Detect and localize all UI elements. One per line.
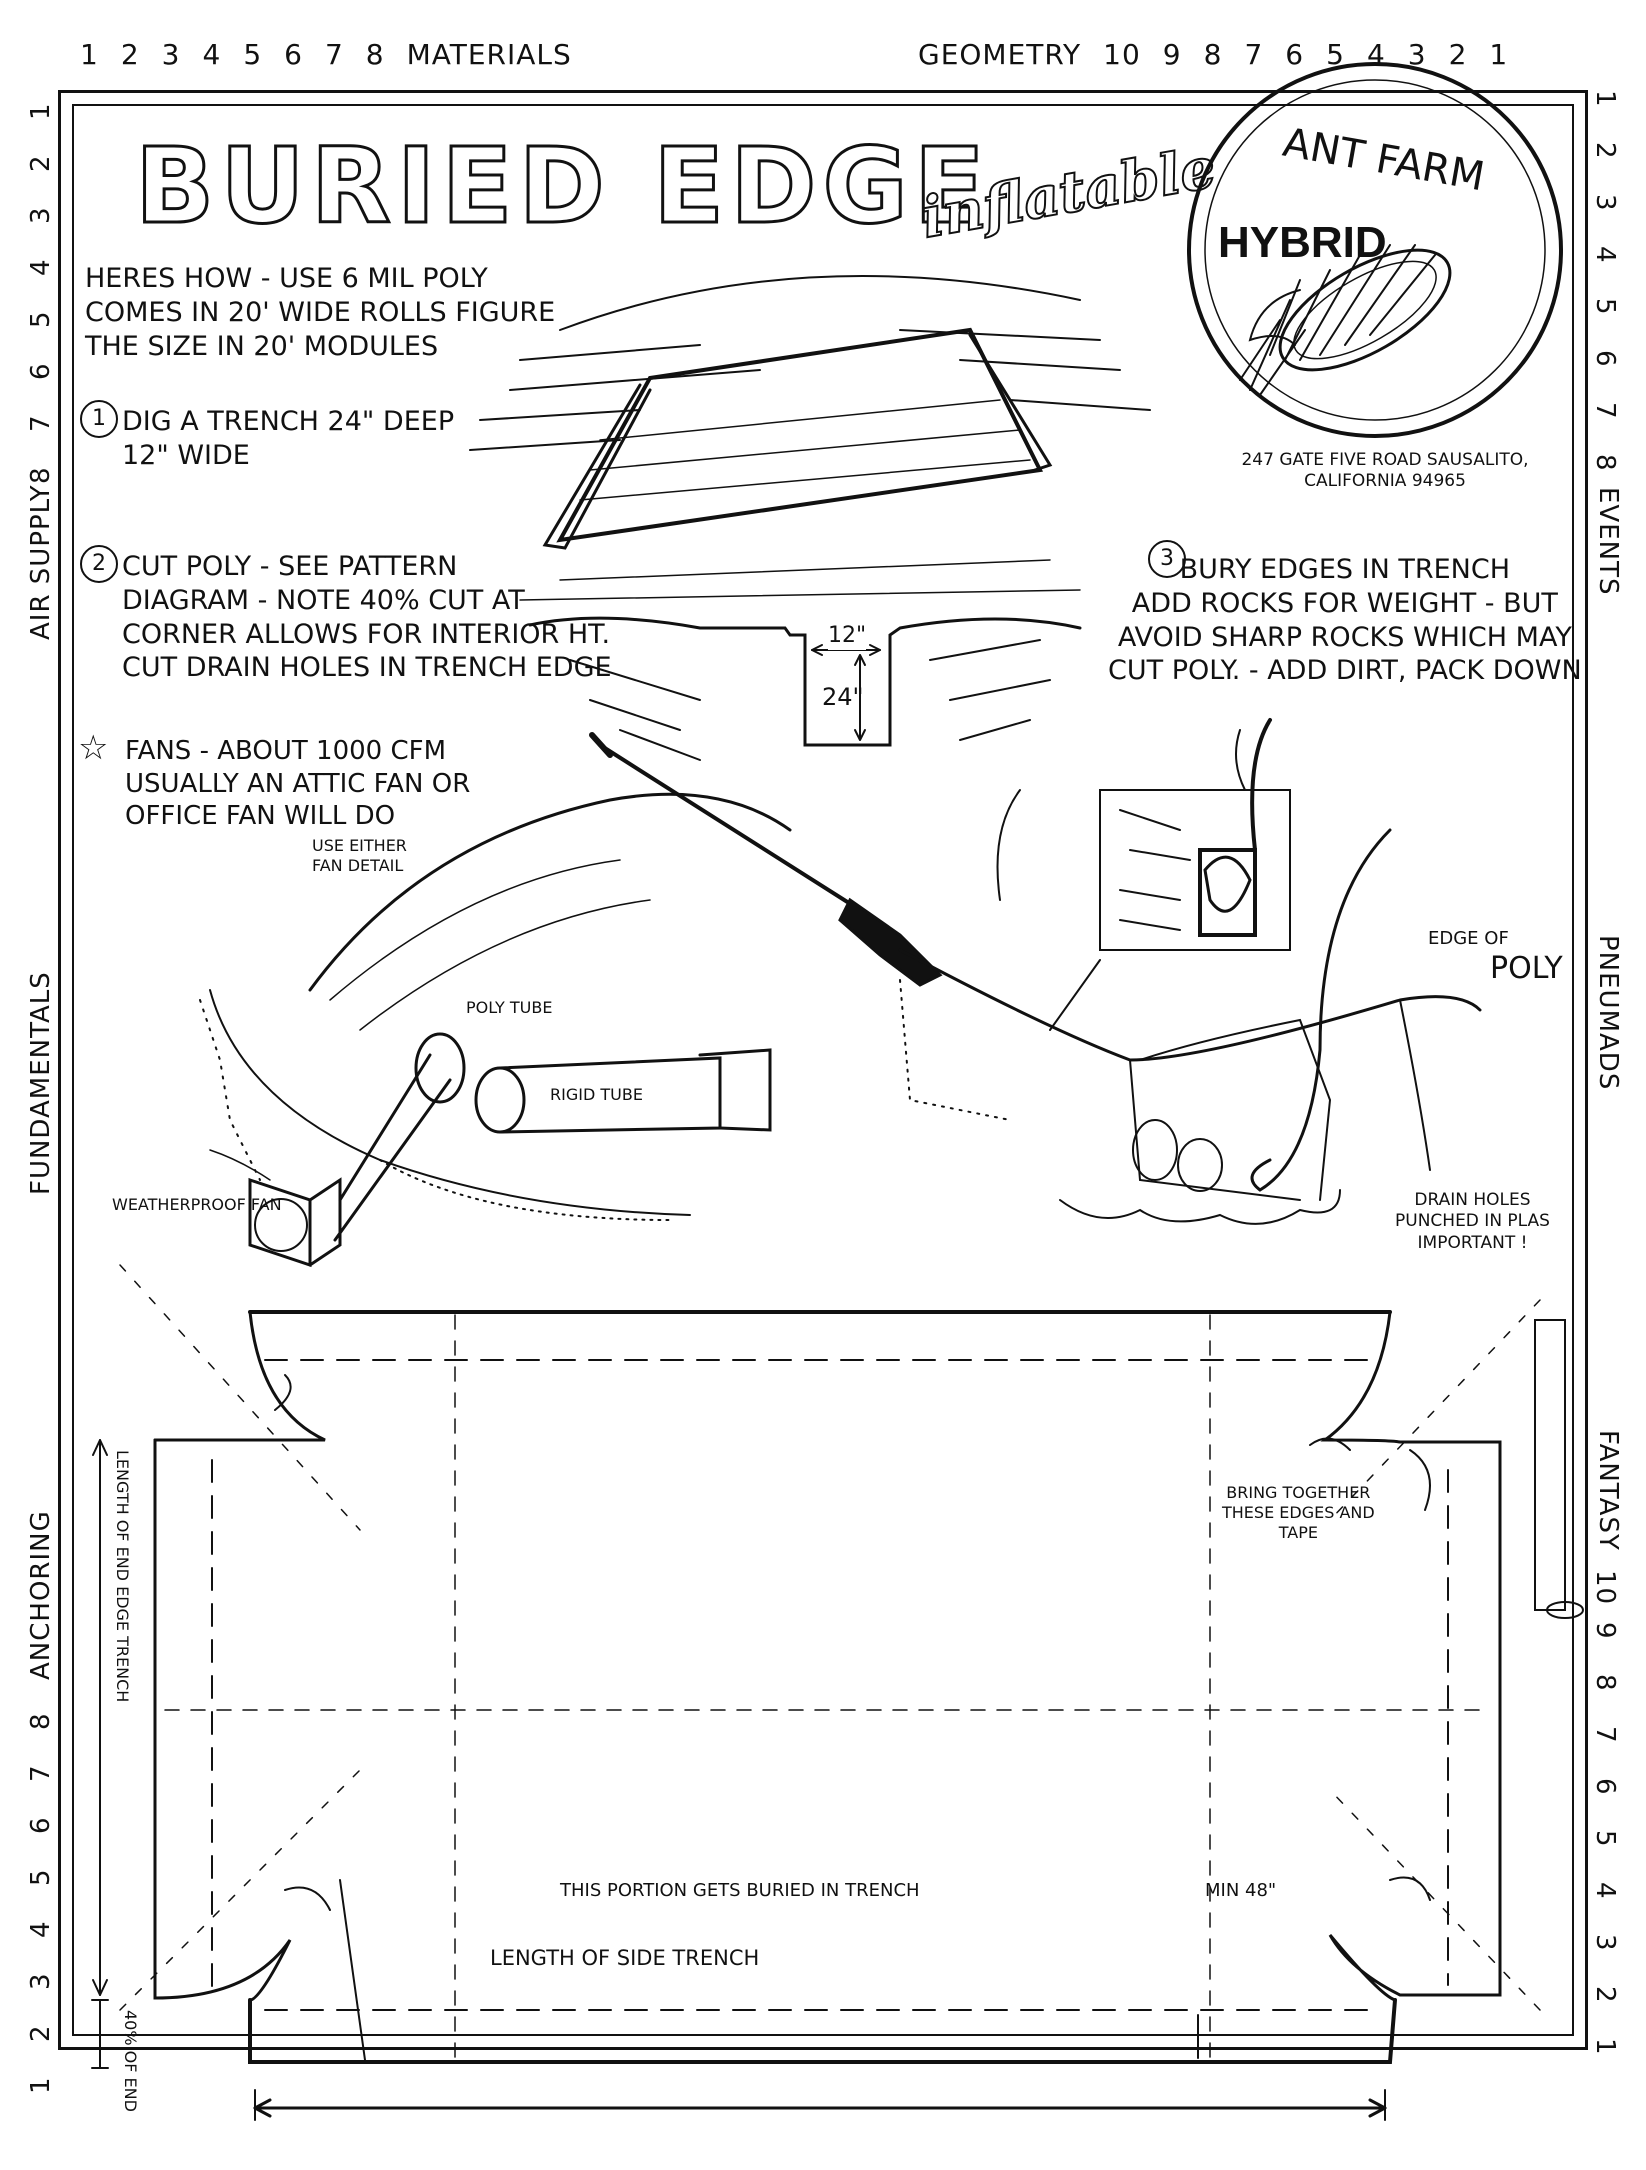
step-1-number: 1 xyxy=(80,400,118,438)
ruler-number: 9 xyxy=(1162,38,1182,71)
step-2-number: 2 xyxy=(80,545,118,583)
page-title: BURIED EDGE xyxy=(134,124,991,249)
ruler-number: 4 xyxy=(202,38,222,71)
side-length-label: LENGTH OF SIDE TRENCH xyxy=(490,1945,760,1972)
fans-star-icon: ☆ xyxy=(78,728,109,768)
rigid-tube-label: RIGID TUBE xyxy=(550,1085,643,1104)
buried-edge-sketch xyxy=(898,718,1482,1225)
step-1-text: DIG A TRENCH 24" DEEP 12" WIDE xyxy=(122,406,455,471)
trench-cross-section xyxy=(528,616,1082,761)
ruler-number: 3 xyxy=(1407,38,1427,71)
ruler-number: 8 xyxy=(1203,38,1223,71)
drain-holes-note: DRAIN HOLES PUNCHED IN PLAS IMPORTANT ! xyxy=(1395,1190,1550,1253)
shovel-sketch xyxy=(589,732,943,987)
trench-depth-label: 24" xyxy=(822,683,864,711)
step-2-text: CUT POLY - SEE PATTERN DIAGRAM - NOTE 40… xyxy=(122,551,612,684)
seal-ring-text: 247 GATE FIVE ROAD SAUSALITO, CALIFORNIA… xyxy=(1241,450,1529,492)
ruler-number: 1 xyxy=(1489,38,1509,71)
buried-portion-label: THIS PORTION GETS BURIED IN TRENCH xyxy=(560,1880,920,1903)
ruler-number: 5 xyxy=(1326,38,1345,71)
poly-label: POLY xyxy=(1490,951,1563,986)
ruler-number: 10 xyxy=(1103,38,1141,71)
min-48-label: MIN 48" xyxy=(1205,1880,1277,1901)
materials-label: MATERIALS xyxy=(406,38,572,71)
ruler-number: 1 xyxy=(80,38,99,71)
ant-farm-seal xyxy=(1187,62,1563,438)
cutting-pattern-diagram xyxy=(91,1264,1584,2121)
ruler-number: 3 xyxy=(161,38,181,71)
step-3-text: BURY EDGES IN TRENCH ADD ROCKS FOR WEIGH… xyxy=(1108,554,1582,687)
intro-text: HERES HOW - USE 6 MIL POLY COMES IN 20' … xyxy=(85,263,556,362)
fan-detail-note: USE EITHER FAN DETAIL xyxy=(312,836,407,875)
forty-percent-label: 40% OF END xyxy=(121,2010,140,2112)
ruler-number: 5 xyxy=(243,38,263,71)
corn-cob-icon xyxy=(1239,244,1452,396)
geometry-label: GEOMETRY xyxy=(918,38,1082,71)
ruler-number: 7 xyxy=(1244,38,1264,71)
fan-tube-sketch xyxy=(199,792,792,1268)
ruler-number: 2 xyxy=(1448,38,1468,71)
trench-perspective-sketch xyxy=(469,275,1151,601)
inner-frame xyxy=(72,104,1574,2036)
edge-of-label: EDGE OF xyxy=(1428,928,1509,949)
end-length-label: LENGTH OF END EDGE TRENCH xyxy=(113,1450,132,1703)
bring-together-note: BRING TOGETHER THESE EDGES AND TAPE xyxy=(1222,1483,1375,1542)
seal-center-text: HYBRID xyxy=(1218,218,1387,267)
ruler-number: 6 xyxy=(284,38,303,71)
step-3-number: 3 xyxy=(1148,540,1186,578)
weatherproof-fan-label: WEATHERPROOF FAN xyxy=(112,1195,282,1214)
ruler-number: 2 xyxy=(120,38,140,71)
ruler-number: 6 xyxy=(1285,38,1305,71)
poly-tube-label: POLY TUBE xyxy=(466,998,553,1017)
ruler-number: 7 xyxy=(324,38,344,71)
outer-frame xyxy=(58,90,1588,2050)
trench-width-label: 12" xyxy=(828,622,867,650)
fans-text: FANS - ABOUT 1000 CFM USUALLY AN ATTIC F… xyxy=(125,736,471,831)
ruler-number: 8 xyxy=(365,38,385,71)
